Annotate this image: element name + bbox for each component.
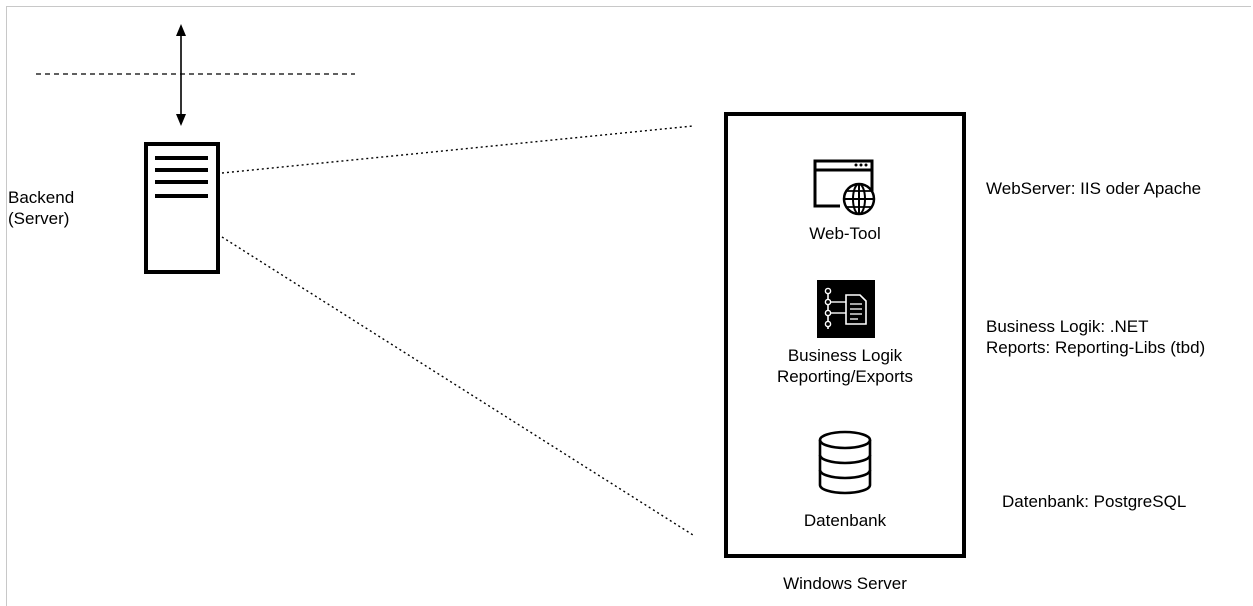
business-logic-label-line2: Reporting/Exports bbox=[776, 367, 914, 386]
backend-label-line2: (Server) bbox=[8, 209, 70, 228]
database-icon bbox=[818, 430, 872, 495]
backend-label: Backend (Server) bbox=[8, 187, 74, 229]
diagram-frame bbox=[6, 6, 1251, 606]
business-logic-label: Business Logik Reporting/Exports bbox=[746, 345, 944, 387]
backend-label-line1: Backend bbox=[8, 188, 75, 207]
database-label: Datenbank bbox=[803, 511, 887, 530]
database-note: Datenbank: PostgreSQL bbox=[1002, 492, 1187, 511]
windows-server-caption: Windows Server bbox=[783, 574, 907, 593]
zoom-line-top bbox=[221, 125, 694, 174]
zoom-line-bottom bbox=[221, 236, 694, 536]
business-logic-note-line2: Reports: Reporting-Libs (tbd) bbox=[986, 338, 1206, 357]
business-logic-note-line1: Business Logik: .NET bbox=[986, 317, 1149, 336]
process-document-icon bbox=[817, 280, 875, 338]
windows-server-box[interactable] bbox=[724, 112, 966, 558]
backend-server-icon[interactable] bbox=[144, 142, 220, 274]
double-arrow-icon bbox=[176, 24, 186, 126]
business-logic-label-line1: Business Logik bbox=[787, 346, 903, 365]
web-browser-globe-icon bbox=[813, 159, 876, 216]
business-logic-note: Business Logik: .NET Reports: Reporting-… bbox=[986, 316, 1205, 358]
webserver-note: WebServer: IIS oder Apache bbox=[986, 179, 1202, 198]
web-tool-label: Web-Tool bbox=[809, 224, 881, 243]
